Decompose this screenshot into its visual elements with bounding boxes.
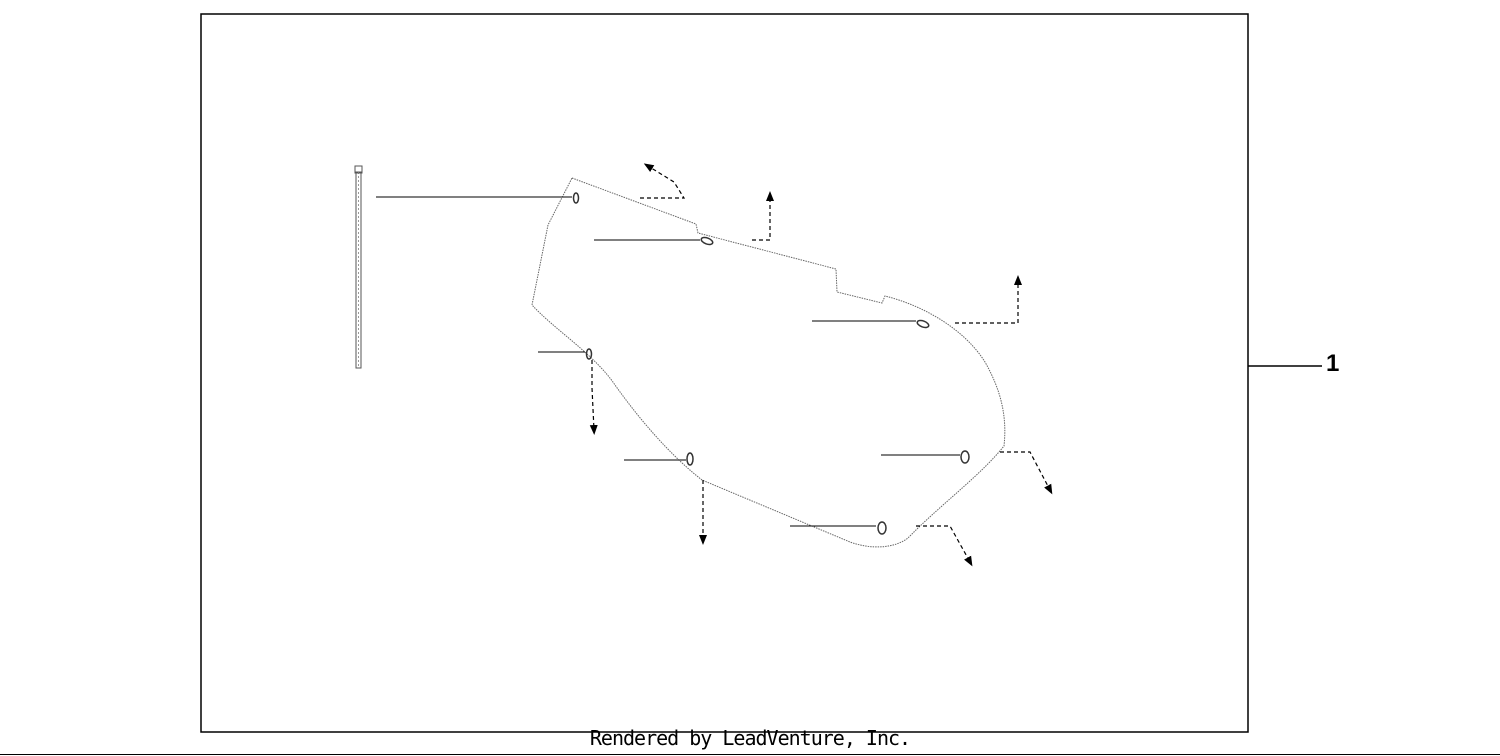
bottom-divider [0,754,1500,755]
leader-lines [376,196,960,527]
cable-tie [354,165,363,369]
plate-outline [531,177,1006,548]
slot-holes [572,192,970,535]
diagram-border [200,13,1249,733]
direction-arrows [589,163,1053,567]
callout-number: 1 [1326,350,1340,377]
footer-credit: Rendered by LeadVenture, Inc. [589,726,911,750]
